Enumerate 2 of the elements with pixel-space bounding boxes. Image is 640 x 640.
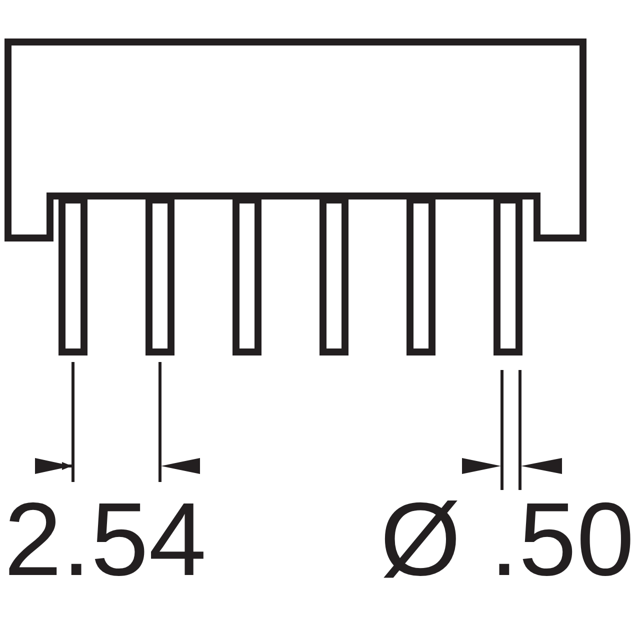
dimension-label: 2.54 — [4, 488, 206, 592]
dimension-label: Ø .50 — [380, 488, 634, 592]
